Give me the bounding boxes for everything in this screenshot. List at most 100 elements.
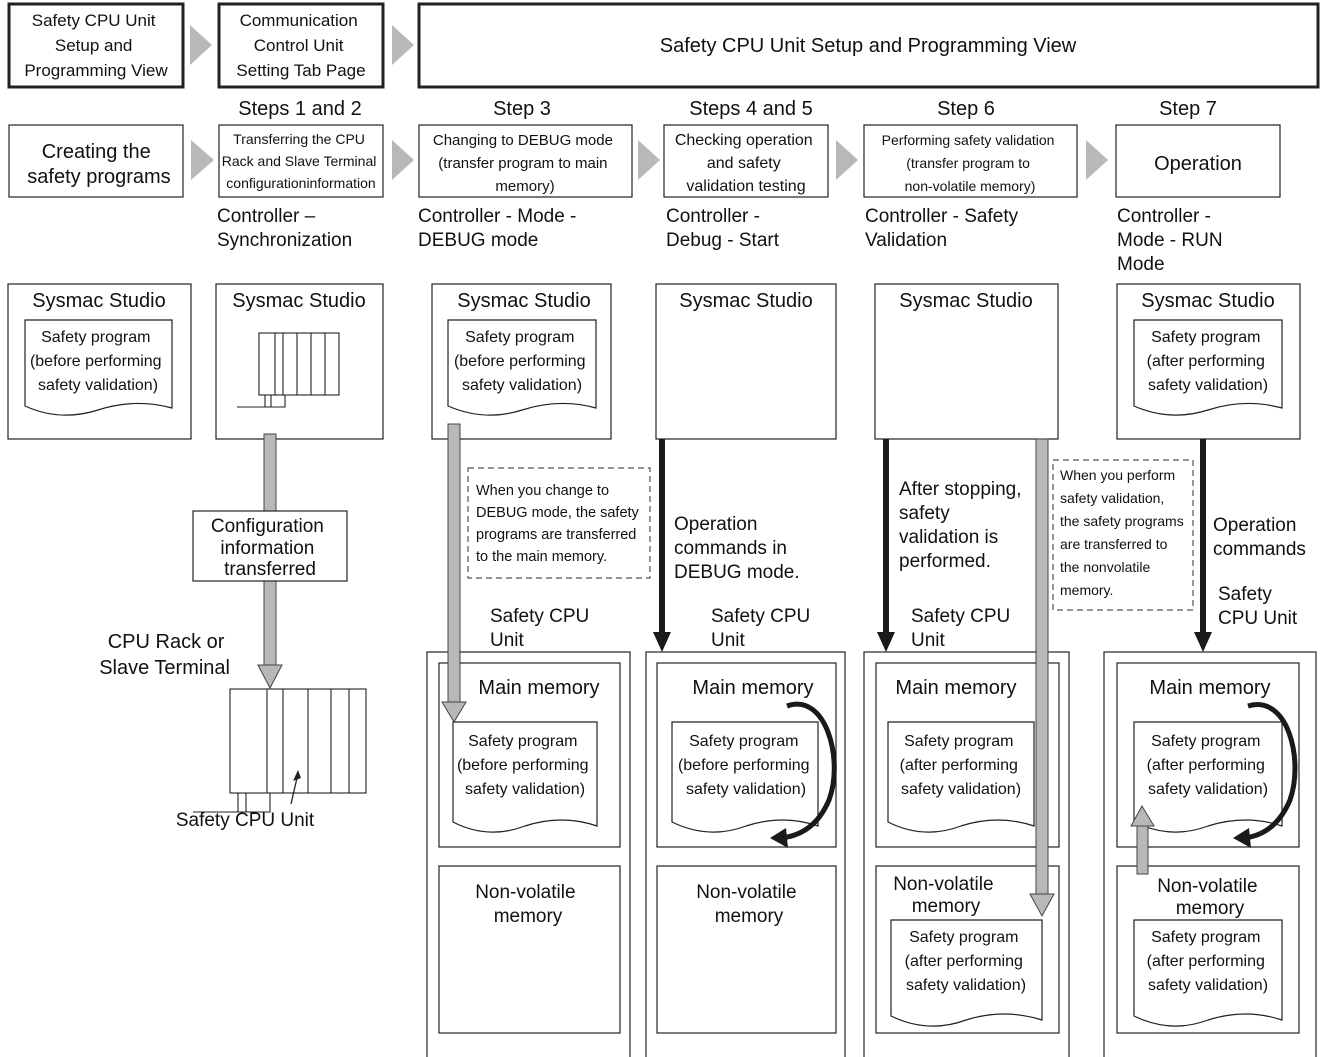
step-box-validate-label: Performing safety validation (transfer p… xyxy=(882,132,1059,194)
cpu-rack-label: CPU Rack or Slave Terminal xyxy=(99,631,230,679)
safety-program-doc-label: Safety program (before performing safety… xyxy=(678,733,814,798)
gray-load-arrow xyxy=(1136,821,1149,875)
safety-cpu-unit-label: Safety CPU Unit xyxy=(176,810,315,831)
safety-program-doc-label: Safety program (before performing safety… xyxy=(454,329,590,394)
header-tab-setup-view-wide xyxy=(417,2,1320,89)
safety-cpu-unit-label: Safety CPU Unit xyxy=(490,606,595,651)
memory-column-step7: Main memory Safety program (after perfor… xyxy=(1116,662,1300,1034)
memory-column-step6: Main memory Safety program (after perfor… xyxy=(875,662,1060,1034)
arrow-head-icon xyxy=(653,632,671,652)
safety-program-doc-label: Safety program (before performing safety… xyxy=(30,329,166,394)
header-tab-setup-view-label: Safety CPU Unit Setup and Programming Vi… xyxy=(24,11,168,80)
config-transfer-column: Configuration information transferred CP… xyxy=(99,433,367,831)
notes: When you change to DEBUG mode, the safet… xyxy=(467,459,1306,611)
non-volatile-memory-title: Non-volatile memory xyxy=(475,882,581,927)
step-label: Steps 4 and 5 xyxy=(689,98,812,120)
menu-path-safety-validation: Controller - Safety Validation xyxy=(865,206,1023,251)
step-box-check xyxy=(663,124,829,198)
safety-cpu-unit-label: Safety CPU Unit xyxy=(711,606,816,651)
safety-program-doc xyxy=(887,721,1035,833)
step-box-operation-label: Operation xyxy=(1154,153,1242,175)
step-box-transfer-label: Transferring the CPU Rack and Slave Term… xyxy=(222,131,381,191)
cycle-arrow-icon xyxy=(780,701,837,841)
sysmac-studio-title: Sysmac Studio xyxy=(1141,290,1274,312)
safety-program-doc-label: Safety program (after performing safety … xyxy=(905,929,1028,994)
menu-path-debug: Controller - Mode - DEBUG mode xyxy=(418,206,582,251)
sysmac-studio-title: Sysmac Studio xyxy=(679,290,812,312)
step-label: Step 6 xyxy=(937,98,995,120)
step-box-check-label: Checking operation and safety validation… xyxy=(675,132,817,195)
safety-program-doc xyxy=(1133,319,1283,416)
memory-column-step3: Main memory Safety program (before perfo… xyxy=(438,662,621,1034)
safety-cpu-unit-label: Safety CPU Unit xyxy=(911,606,1016,651)
sysmac-studio-title: Sysmac Studio xyxy=(899,290,1032,312)
step-box-validate xyxy=(863,124,1078,198)
non-volatile-memory-box xyxy=(656,865,837,1034)
chevron-right-icon xyxy=(1086,140,1108,180)
header-tab-setup-view xyxy=(7,2,185,89)
safety-program-doc xyxy=(890,919,1043,1027)
sysmac-studio-row: Sysmac Studio Safety program (before per… xyxy=(7,283,1301,440)
safety-program-doc xyxy=(671,721,819,833)
header-tab-comm-control-label: Communication Control Unit Setting Tab P… xyxy=(236,11,365,80)
arrow-head-icon xyxy=(441,701,467,723)
arrow-head-icon xyxy=(770,828,788,848)
config-transferred-label: Configuration information transferred xyxy=(211,516,329,580)
non-volatile-memory-title: Non-volatile memory xyxy=(696,882,802,927)
chevron-right-icon xyxy=(392,25,414,65)
cycle-arrow-icon xyxy=(1243,702,1298,841)
safety-program-doc xyxy=(447,319,597,416)
step-label: Steps 1 and 2 xyxy=(238,98,361,120)
chevron-right-icon xyxy=(191,140,214,180)
header-row: Safety CPU Unit Setup and Programming Vi… xyxy=(7,2,1320,89)
menu-path-sync: Controller – Synchronization xyxy=(217,206,352,251)
validation-note-box xyxy=(1052,459,1194,611)
main-memory-title: Main memory xyxy=(692,677,813,699)
safety-program-doc-label: Safety program (before performing safety… xyxy=(457,733,593,798)
step-label: Step 7 xyxy=(1159,98,1217,120)
safety-program-doc-label: Safety program (after performing safety … xyxy=(1147,929,1270,994)
arrow-head-icon xyxy=(1130,804,1155,827)
cpu-rack-icon xyxy=(237,332,340,408)
step-box-debug xyxy=(418,124,633,198)
step-labels: Steps 1 and 2 Step 3 Steps 4 and 5 Step … xyxy=(238,98,1217,120)
arrow-head-icon xyxy=(1194,632,1212,652)
main-memory-title: Main memory xyxy=(895,677,1016,699)
sysmac-studio-title: Sysmac Studio xyxy=(457,290,590,312)
sysmac-studio-box xyxy=(655,283,837,440)
header-tab-comm-control xyxy=(217,2,385,89)
pointer-line xyxy=(290,777,298,805)
arrow-head-icon xyxy=(257,664,283,690)
memory-column-step45: Main memory Safety program (before perfo… xyxy=(656,662,837,1034)
config-transferred-box xyxy=(192,510,348,582)
safety-program-doc xyxy=(452,721,598,833)
non-volatile-memory-title: Non-volatile memory xyxy=(893,874,999,917)
step-box-create-label: Creating the safety programs xyxy=(27,141,170,188)
chevron-right-icon xyxy=(190,25,212,65)
validation-note-text: When you perform safety validation, the … xyxy=(1060,467,1188,598)
sysmac-studio-box xyxy=(874,283,1059,440)
debug-note-text: When you change to DEBUG mode, the safet… xyxy=(476,483,643,565)
chevron-right-icon xyxy=(638,140,660,180)
step-box-debug-label: Changing to DEBUG mode (transfer program… xyxy=(433,132,617,195)
safety-program-doc xyxy=(24,319,173,416)
safety-cpu-unit-labels: Safety CPU Unit Safety CPU Unit Safety C… xyxy=(490,584,1298,651)
chevron-right-icon xyxy=(836,140,858,180)
safety-program-doc-label: Safety program (after performing safety … xyxy=(1147,733,1270,798)
safety-program-doc-label: Safety program (after performing safety … xyxy=(900,733,1023,798)
gray-transfer-arrow xyxy=(1035,438,1049,898)
arrow-head-icon xyxy=(293,770,301,781)
arrow-head-icon xyxy=(1233,828,1251,848)
arrow-head-icon xyxy=(1029,893,1055,918)
menu-paths: Controller – Synchronization Controller … xyxy=(217,206,1228,275)
non-volatile-memory-title: Non-volatile memory xyxy=(1157,876,1263,919)
debug-note-box xyxy=(467,467,651,579)
header-tab-setup-view-wide-label: Safety CPU Unit Setup and Programming Vi… xyxy=(660,35,1077,57)
safety-program-doc xyxy=(1133,919,1283,1027)
sysmac-studio-title: Sysmac Studio xyxy=(232,290,365,312)
chevron-right-icon xyxy=(392,140,414,180)
safety-cpu-unit-label: Safety CPU Unit xyxy=(1218,584,1298,629)
step-label: Step 3 xyxy=(493,98,551,120)
menu-path-run-mode: Controller - Mode - RUN Mode xyxy=(1117,206,1228,275)
